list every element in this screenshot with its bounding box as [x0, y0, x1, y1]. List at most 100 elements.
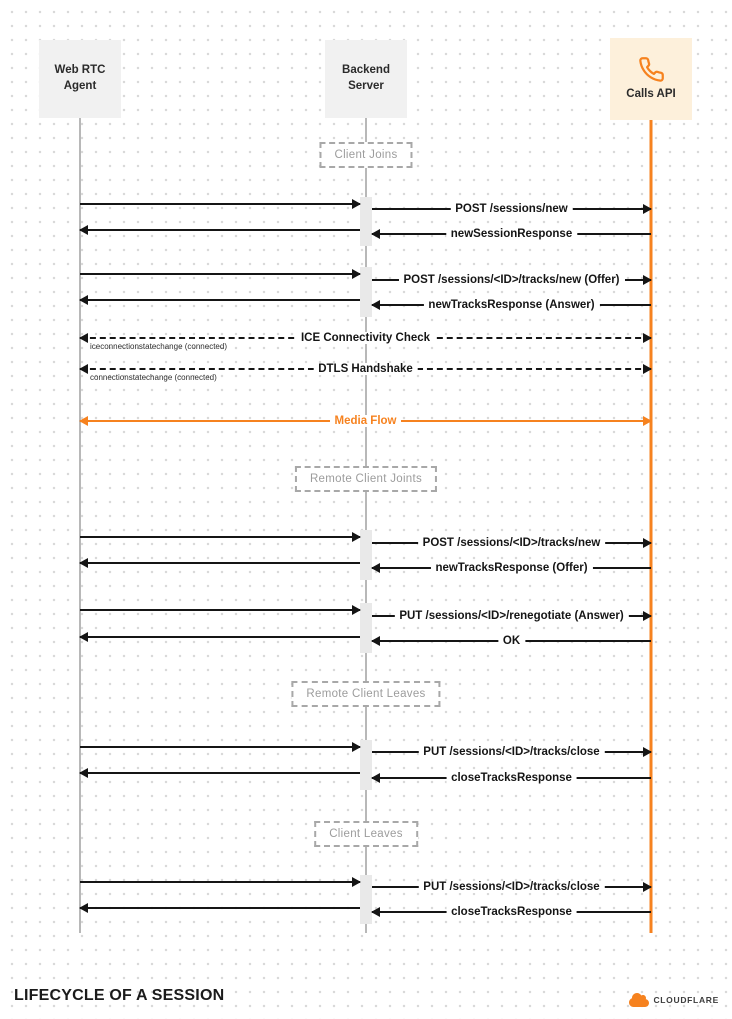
message-backend-to-webrtc — [79, 558, 360, 568]
arrow-line — [80, 772, 360, 774]
arrowhead-icon — [352, 269, 361, 279]
arrowhead-icon — [79, 903, 88, 913]
arrowhead-icon — [79, 295, 88, 305]
message-backend-to-calls: PUT /sessions/<ID>/renegotiate (Answer) — [372, 610, 652, 622]
arrowhead-icon — [79, 768, 88, 778]
message-label: closeTracksResponse — [446, 906, 577, 918]
message-backend-to-calls: POST /sessions/new — [372, 203, 652, 215]
lifeline-webrtc — [79, 118, 81, 933]
arrow-line — [80, 881, 360, 883]
lifeline-backend — [365, 118, 367, 933]
page-title: LIFECYCLE OF A SESSION — [14, 987, 225, 1004]
arrowhead-icon — [79, 632, 88, 642]
actor-calls: Calls API — [610, 38, 692, 120]
message-calls-to-backend: newTracksResponse (Answer) — [371, 299, 651, 311]
message-label: PUT /sessions/<ID>/tracks/close — [418, 746, 605, 758]
message-label: Media Flow — [329, 415, 402, 427]
arrowhead-icon — [643, 882, 652, 892]
arrow-line — [80, 562, 360, 564]
message-sublabel: connectionstatechange (connected) — [90, 373, 217, 382]
arrowhead-icon — [79, 364, 88, 374]
message-label: DTLS Handshake — [313, 363, 418, 375]
arrow-line — [80, 299, 360, 301]
arrowhead-icon — [371, 773, 380, 783]
arrowhead-icon — [352, 877, 361, 887]
arrow-line — [80, 203, 360, 205]
message-backend-to-calls: POST /sessions/<ID>/tracks/new (Offer) — [372, 274, 652, 286]
message-backend-to-calls: PUT /sessions/<ID>/tracks/close — [372, 881, 652, 893]
message-webrtc-to-calls: Media Flow — [79, 415, 652, 427]
cloudflare-logo: CLOUDFLARE — [629, 992, 719, 1008]
activation-bar — [360, 197, 372, 246]
message-webrtc-to-backend — [80, 742, 361, 752]
arrow-line — [80, 229, 360, 231]
message-label: PUT /sessions/<ID>/tracks/close — [418, 881, 605, 893]
arrow-line — [80, 609, 360, 611]
message-calls-to-backend: newSessionResponse — [371, 228, 651, 240]
message-backend-to-webrtc — [79, 768, 360, 778]
arrowhead-icon — [352, 742, 361, 752]
message-label: PUT /sessions/<ID>/renegotiate (Answer) — [394, 610, 629, 622]
arrow-line — [80, 636, 360, 638]
activation-bar — [360, 267, 372, 317]
message-webrtc-to-backend — [80, 532, 361, 542]
message-label: newTracksResponse (Answer) — [423, 299, 600, 311]
arrowhead-icon — [352, 605, 361, 615]
message-calls-to-backend: OK — [371, 635, 651, 647]
message-label: POST /sessions/<ID>/tracks/new (Offer) — [398, 274, 625, 286]
message-label: closeTracksResponse — [446, 772, 577, 784]
message-webrtc-to-backend — [80, 605, 361, 615]
arrowhead-icon — [79, 558, 88, 568]
cloudflare-cloud-icon — [629, 992, 650, 1008]
arrowhead-icon — [79, 333, 88, 343]
message-label: newTracksResponse (Offer) — [430, 562, 593, 574]
activation-bar — [360, 530, 372, 580]
arrow-line — [80, 907, 360, 909]
arrowhead-icon — [643, 611, 652, 621]
arrowhead-icon — [371, 229, 380, 239]
arrowhead-icon — [79, 225, 88, 235]
arrow-line — [80, 536, 360, 538]
message-label: POST /sessions/new — [450, 203, 573, 215]
cloudflare-wordmark: CLOUDFLARE — [653, 995, 719, 1005]
message-sublabel: iceconnectionstatechange (connected) — [90, 342, 227, 351]
arrowhead-icon — [371, 300, 380, 310]
message-backend-to-webrtc — [79, 295, 360, 305]
message-webrtc-to-calls: DTLS Handshake connectionstatechange (con… — [79, 363, 652, 382]
message-backend-to-calls: PUT /sessions/<ID>/tracks/close — [372, 746, 652, 758]
arrowhead-icon — [371, 636, 380, 646]
message-label: ICE Connectivity Check — [295, 332, 436, 344]
activation-bar — [360, 875, 372, 924]
message-calls-to-backend: closeTracksResponse — [371, 772, 651, 784]
arrowhead-icon — [643, 416, 652, 426]
arrow-line — [80, 273, 360, 275]
section-label: Client Joins — [319, 142, 413, 168]
message-webrtc-to-backend — [80, 877, 361, 887]
message-backend-to-webrtc — [79, 903, 360, 913]
activation-bar — [360, 603, 372, 653]
arrowhead-icon — [643, 364, 652, 374]
message-label: OK — [497, 635, 526, 647]
message-webrtc-to-backend — [80, 269, 361, 279]
arrowhead-icon — [371, 563, 380, 573]
message-webrtc-to-backend — [80, 199, 361, 209]
arrowhead-icon — [371, 907, 380, 917]
lifeline-calls — [649, 118, 653, 933]
arrowhead-icon — [352, 532, 361, 542]
message-calls-to-backend: closeTracksResponse — [371, 906, 651, 918]
arrowhead-icon — [643, 204, 652, 214]
arrowhead-icon — [643, 538, 652, 548]
section-label: Remote Client Joints — [294, 466, 438, 492]
arrowhead-icon — [643, 275, 652, 285]
arrowhead-icon — [352, 199, 361, 209]
message-backend-to-webrtc — [79, 225, 360, 235]
section-label: Remote Client Leaves — [291, 681, 441, 707]
arrowhead-icon — [643, 747, 652, 757]
activation-bar — [360, 740, 372, 790]
arrowhead-icon — [79, 416, 88, 426]
section-label: Client Leaves — [314, 821, 418, 847]
